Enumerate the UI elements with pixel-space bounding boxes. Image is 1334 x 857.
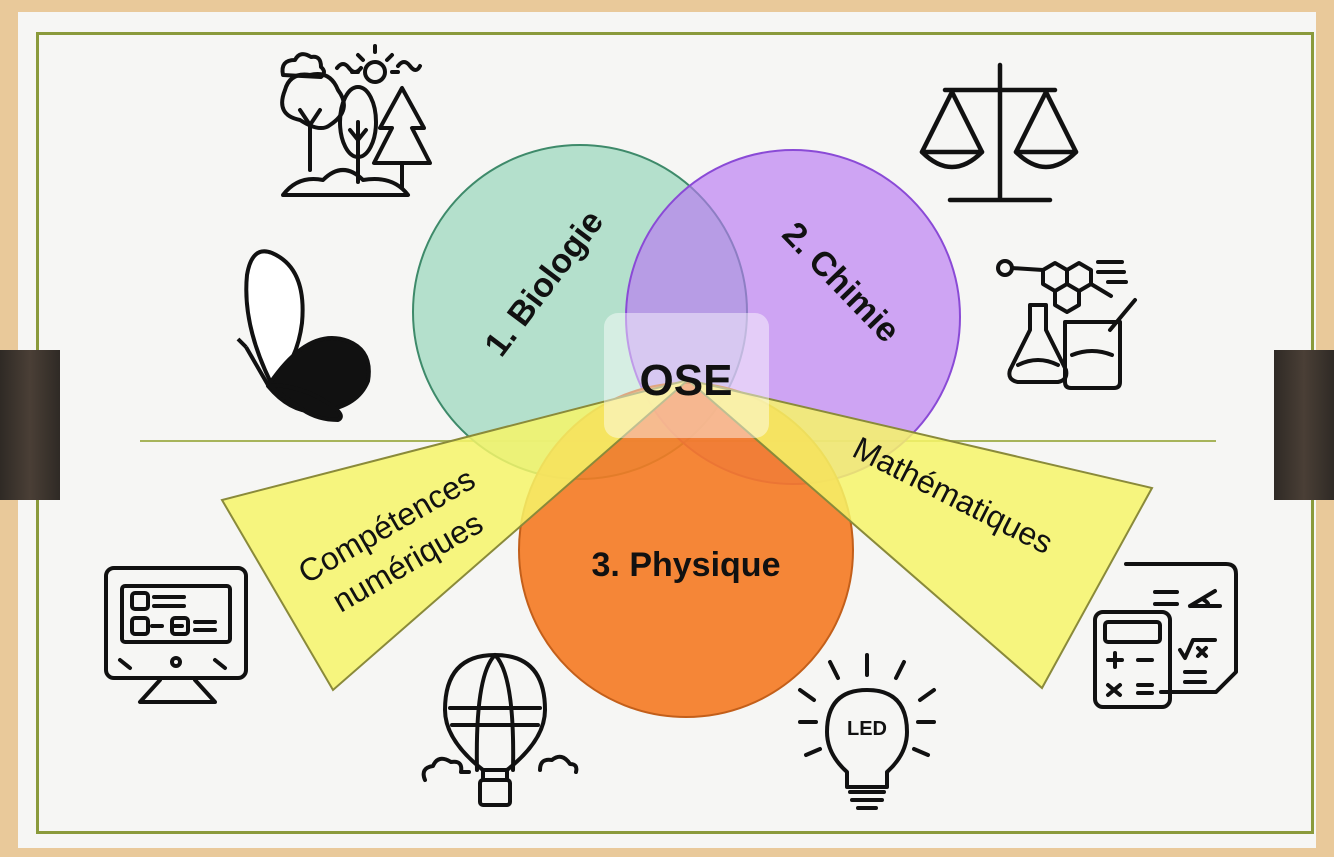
board-clip-right — [1274, 350, 1334, 500]
board-clip-left — [0, 350, 60, 500]
wedge-mathematiques — [687, 379, 1154, 690]
hot-air-balloon-icon — [421, 653, 579, 807]
calculator-math-icon — [1093, 562, 1238, 709]
svg-text:LED: LED — [847, 718, 887, 740]
label-physique: 3. Physique — [592, 546, 781, 584]
butterfly-icon — [236, 249, 371, 422]
forest-icon — [280, 44, 432, 197]
wedge-competences — [220, 379, 689, 692]
computer-monitor-icon — [104, 566, 248, 704]
balance-scale-icon — [919, 62, 1079, 203]
chemistry-lab-icon — [996, 259, 1137, 390]
center-label: OSE — [640, 356, 733, 405]
led-bulb-icon: LED — [798, 653, 936, 810]
center-box — [604, 313, 769, 438]
